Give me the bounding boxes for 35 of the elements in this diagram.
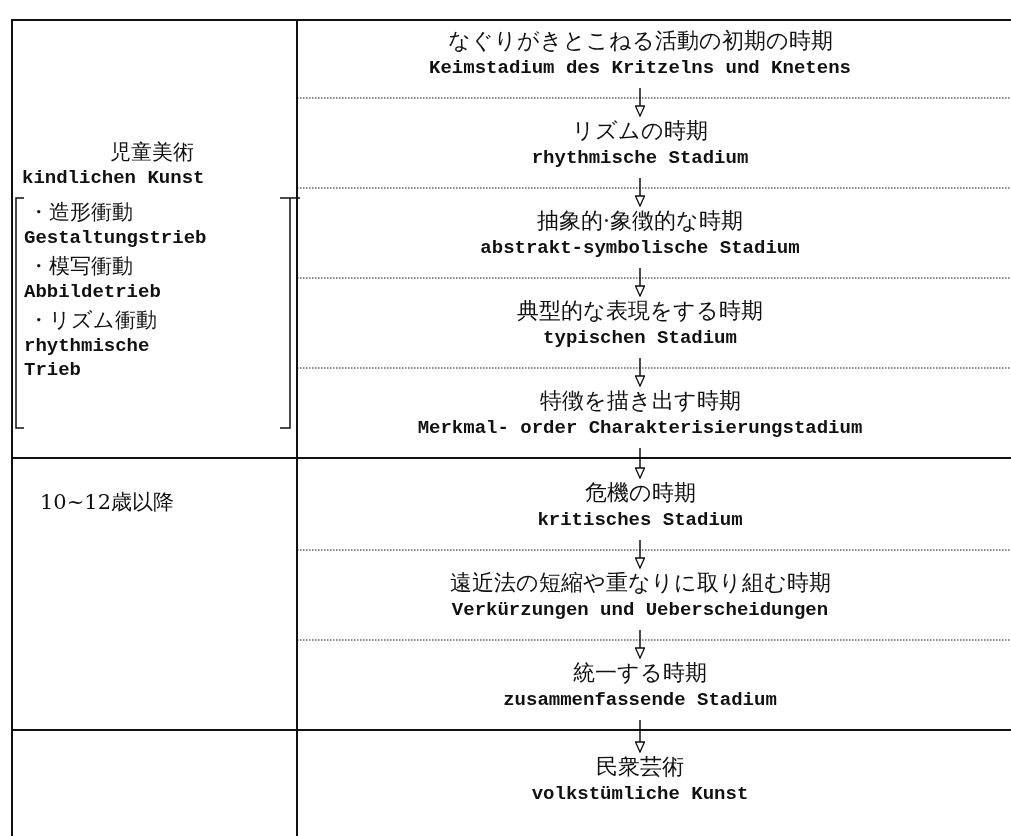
stage-name: なぐりがきとこねる活動の初期の時期: [446, 27, 834, 55]
drive-translation: Abbildetrieb: [24, 280, 161, 304]
stage-translation: zusammenfassende Stadium: [502, 688, 778, 712]
stage-translation: Merkmal- order Charakterisierungstadium: [416, 416, 864, 440]
drive-name: ・造形衝動: [28, 200, 133, 224]
stage-name: 抽象的·象徴的な時期: [536, 207, 744, 235]
group-heading-translation: kindlichen Kunst: [22, 166, 205, 190]
drive-translation: Gestaltungstrieb: [24, 226, 207, 250]
drive-name: ・模写衝動: [28, 254, 133, 278]
stage-translation: typischen Stadium: [542, 326, 738, 350]
stage-translation: kritisches Stadium: [536, 508, 744, 532]
down-arrow: [634, 177, 646, 207]
down-arrow: [634, 719, 646, 753]
stage-translation: Keimstadium des Kritzelns und Knetens: [428, 56, 852, 80]
stage-name: 特徴を描き出す時期: [538, 387, 742, 415]
stage-name: 遠近法の短縮や重なりに取り組む時期: [448, 569, 832, 597]
stage-name: 典型的な表現をする時期: [516, 297, 764, 325]
drive-translation: rhythmische Trieb: [24, 334, 151, 382]
down-arrow: [634, 267, 646, 297]
stage-name: 統一する時期: [572, 659, 708, 687]
age-label: 10~12歳以降: [40, 490, 175, 514]
drive-name: ・リズム衝動: [28, 308, 157, 332]
stage-translation: volkstümliche Kunst: [530, 782, 750, 806]
stage-translation: abstrakt-symbolische Stadium: [479, 236, 801, 260]
stage-translation: rhythmische Stadium: [530, 146, 750, 170]
stage-name: 危機の時期: [583, 479, 697, 507]
down-arrow: [634, 539, 646, 569]
stage-translation: Verkürzungen und Ueberscheidungen: [450, 598, 830, 622]
group-heading: 児童美術: [110, 140, 194, 164]
stage-name: 民衆芸術: [595, 753, 685, 781]
down-arrow: [634, 447, 646, 479]
stage-name: リズムの時期: [571, 117, 709, 145]
down-arrow: [634, 357, 646, 387]
down-arrow: [634, 629, 646, 659]
down-arrow: [634, 87, 646, 117]
